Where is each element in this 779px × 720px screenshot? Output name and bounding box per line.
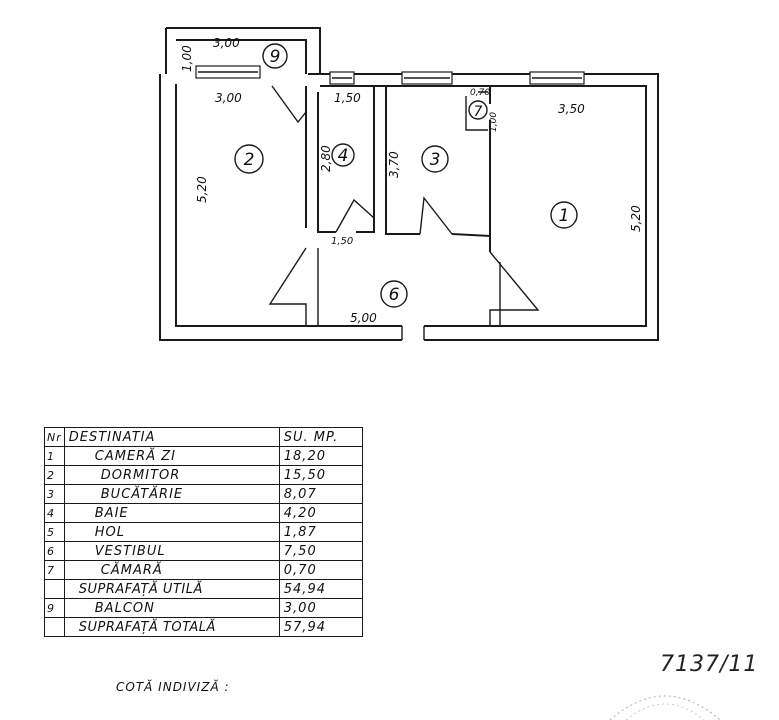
wall-kitchen-living xyxy=(451,86,491,238)
dim-room1-length: 5,20 xyxy=(629,205,643,232)
table-row: 5 HOL 1,87 xyxy=(44,522,363,542)
dim-pantry-width: 0,70 xyxy=(470,88,490,98)
area-table: Nr DESTINATIA SU. MP. 1 CAMERĂ ZI 18,20 … xyxy=(44,427,363,637)
svg-text:6: 6 xyxy=(389,285,400,305)
dim-vestibule-width: 5,00 xyxy=(350,311,377,325)
dim-room2-width: 3,00 xyxy=(215,91,242,105)
reference-number: 7137/11 xyxy=(660,652,759,677)
svg-text:7: 7 xyxy=(474,104,483,120)
svg-text:4: 4 xyxy=(338,146,349,166)
dim-pantry-depth: 1,00 xyxy=(489,112,499,132)
header-no: Nr xyxy=(44,427,65,447)
room-4-marker: 4 xyxy=(331,143,355,167)
room2-door xyxy=(268,247,319,326)
room-1-marker: 1 xyxy=(550,201,578,229)
living-door xyxy=(489,251,540,326)
wall-bath-kitchen xyxy=(356,86,420,235)
dim-room1-width: 3,50 xyxy=(558,102,585,116)
table-row: 2 DORMITOR 15,50 xyxy=(44,465,363,485)
outer-wall-inner xyxy=(175,84,647,327)
header-area: SU. MP. xyxy=(278,427,363,447)
table-row: SUPRAFAȚĂ UTILĂ 54,94 xyxy=(44,579,363,599)
room-6-marker: 6 xyxy=(380,280,408,308)
svg-text:9: 9 xyxy=(270,47,281,67)
stamp-mark xyxy=(609,695,721,720)
svg-text:3: 3 xyxy=(430,150,441,170)
kitchen-door xyxy=(419,196,453,235)
header-destination: DESTINATIA xyxy=(63,427,280,447)
outer-wall xyxy=(159,73,659,341)
dim-bath-door-width: 1,50 xyxy=(331,236,353,247)
bath-door xyxy=(335,198,375,233)
dim-balcony-depth: 1,00 xyxy=(180,45,194,72)
room-7-marker: 7 xyxy=(468,100,488,120)
floor-plan: 1 2 3 4 6 7 9 3,00 1,00 3,00 5,20 1,50 2… xyxy=(159,27,659,341)
table-row: 7 CĂMARĂ 0,70 xyxy=(44,560,363,580)
table-row: 4 BAIE 4,20 xyxy=(44,503,363,523)
quota-label: COTĂ INDIVIZĂ : xyxy=(116,680,230,694)
table-header-row: Nr DESTINATIA SU. MP. xyxy=(44,427,363,447)
dim-room2-length: 5,20 xyxy=(195,176,209,203)
table-row: SUPRAFAȚĂ TOTALĂ 57,94 xyxy=(44,617,363,637)
balcony-door xyxy=(271,85,307,124)
table-row: 9 BALCON 3,00 xyxy=(44,598,363,618)
room-3-marker: 3 xyxy=(421,145,449,173)
balcony-wall xyxy=(165,27,321,74)
svg-text:2: 2 xyxy=(244,150,255,170)
room-9-marker: 9 xyxy=(262,43,288,69)
dim-hall-width: 1,50 xyxy=(334,91,361,105)
pantry-outline xyxy=(465,91,488,131)
table-row: 1 CAMERĂ ZI 18,20 xyxy=(44,446,363,466)
dim-kitchen-length: 3,70 xyxy=(387,151,401,178)
dim-bath-length: 2,80 xyxy=(319,145,333,172)
svg-text:1: 1 xyxy=(559,206,570,226)
room-2-marker: 2 xyxy=(234,144,264,174)
dim-balcony-width: 3,00 xyxy=(213,36,240,50)
wall-room2-bath xyxy=(305,86,336,233)
table-row: 3 BUCĂTĂRIE 8,07 xyxy=(44,484,363,504)
table-row: 6 VESTIBUL 7,50 xyxy=(44,541,363,561)
